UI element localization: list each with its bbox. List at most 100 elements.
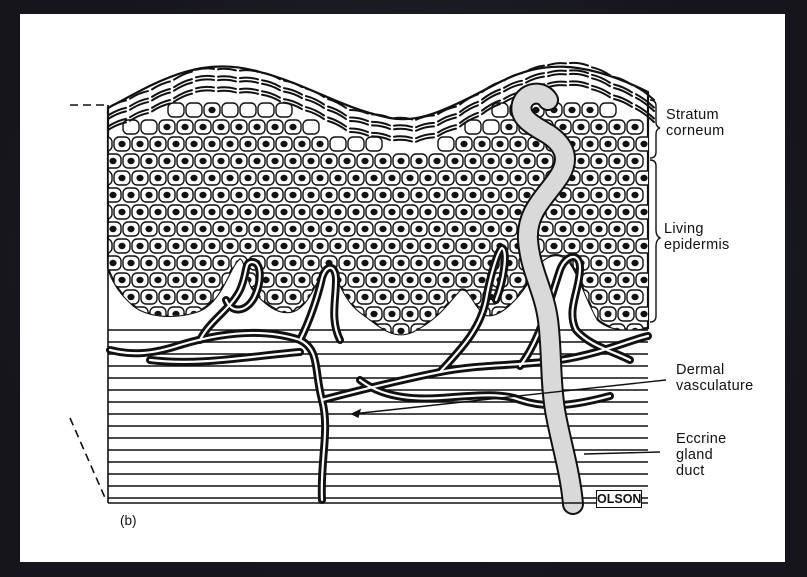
epidermal-cell <box>429 290 445 304</box>
epidermal-cell <box>195 154 211 168</box>
epidermal-cell <box>222 205 238 219</box>
epidermal-cell <box>420 205 436 219</box>
epidermal-cell <box>150 171 166 185</box>
epidermal-cell <box>159 222 175 236</box>
epidermal-cell <box>303 120 319 134</box>
epidermal-cell <box>285 188 301 202</box>
epidermal-cell <box>123 222 139 236</box>
epidermal-cell <box>357 324 373 338</box>
epidermal-cell <box>447 256 463 270</box>
epidermal-cell <box>150 273 166 287</box>
epidermal-cell <box>177 324 193 338</box>
epidermal-cell <box>312 205 328 219</box>
epidermal-cell <box>357 256 373 270</box>
epidermal-cell <box>411 324 427 338</box>
epidermal-cell <box>357 290 373 304</box>
epidermal-cell <box>159 120 175 134</box>
epidermal-cell <box>195 222 211 236</box>
epidermal-cell <box>204 103 220 117</box>
epidermal-cell <box>564 103 580 117</box>
epidermal-cell <box>312 137 328 151</box>
epidermal-cell <box>366 137 382 151</box>
epidermal-cell <box>96 171 112 185</box>
artist-signature: OLSON <box>596 490 642 508</box>
epidermal-cell <box>582 307 598 321</box>
epidermal-cell <box>312 239 328 253</box>
epidermal-cell <box>159 256 175 270</box>
corneocyte <box>548 63 566 65</box>
epidermal-cell <box>456 137 472 151</box>
epidermal-cell <box>375 154 391 168</box>
epidermal-cell <box>159 188 175 202</box>
epidermal-cell <box>321 154 337 168</box>
epidermal-cell <box>222 239 238 253</box>
epidermal-cell <box>609 222 625 236</box>
epidermal-cell <box>276 103 292 117</box>
epidermal-cell <box>636 205 652 219</box>
epidermal-cell <box>501 154 517 168</box>
epidermal-cell <box>501 188 517 202</box>
epidermal-cell <box>348 205 364 219</box>
epidermal-cell <box>573 222 589 236</box>
epidermal-cell <box>591 256 607 270</box>
epidermal-cell <box>204 171 220 185</box>
epidermal-cell <box>123 188 139 202</box>
epidermal-cell <box>375 290 391 304</box>
epidermal-cell <box>474 205 490 219</box>
epidermal-cell <box>330 137 346 151</box>
epidermal-cell <box>231 222 247 236</box>
epidermal-cell <box>267 290 283 304</box>
epidermal-cell <box>141 256 157 270</box>
epidermal-cell <box>609 256 625 270</box>
epidermal-cell <box>177 154 193 168</box>
epidermal-cell <box>456 307 472 321</box>
epidermal-cell <box>114 273 130 287</box>
epidermal-cell <box>285 222 301 236</box>
epidermal-cell <box>465 188 481 202</box>
epidermal-cell <box>348 137 364 151</box>
epidermal-cell <box>429 154 445 168</box>
epidermal-cell <box>357 154 373 168</box>
epidermal-cell <box>582 205 598 219</box>
epidermal-cell <box>168 137 184 151</box>
epidermal-cell <box>177 256 193 270</box>
epidermal-cell <box>204 239 220 253</box>
epidermal-cell <box>537 154 553 168</box>
epidermal-cell <box>456 273 472 287</box>
epidermal-cell <box>276 239 292 253</box>
epidermal-cell <box>636 307 652 321</box>
epidermal-cell <box>348 239 364 253</box>
epidermal-cell <box>636 171 652 185</box>
epidermal-cell <box>519 324 535 338</box>
epidermal-cell <box>114 171 130 185</box>
epidermal-cell <box>420 171 436 185</box>
epidermal-cell <box>204 205 220 219</box>
epidermal-cell <box>114 239 130 253</box>
epidermal-cell <box>285 120 301 134</box>
epidermal-cell <box>213 188 229 202</box>
epidermal-cell <box>627 290 643 304</box>
epidermal-cell <box>411 188 427 202</box>
epidermal-cell <box>582 239 598 253</box>
epidermal-cell <box>456 205 472 219</box>
epidermal-cell <box>132 205 148 219</box>
epidermal-cell <box>114 307 130 321</box>
epidermal-cell <box>483 188 499 202</box>
epidermal-cell <box>600 307 616 321</box>
epidermal-cell <box>123 324 139 338</box>
epidermal-cell <box>465 256 481 270</box>
epidermal-cell <box>582 137 598 151</box>
epidermal-cell <box>294 273 310 287</box>
epidermal-cell <box>267 222 283 236</box>
epidermal-cell <box>96 307 112 321</box>
epidermal-cell <box>258 307 274 321</box>
epidermal-cell <box>294 171 310 185</box>
epidermal-cell <box>285 290 301 304</box>
epidermal-cell <box>411 256 427 270</box>
epidermal-cell <box>447 222 463 236</box>
epidermal-cell <box>339 256 355 270</box>
epidermal-cell <box>141 324 157 338</box>
epidermal-cell <box>285 256 301 270</box>
epidermal-cell <box>384 239 400 253</box>
epidermal-cell <box>258 103 274 117</box>
